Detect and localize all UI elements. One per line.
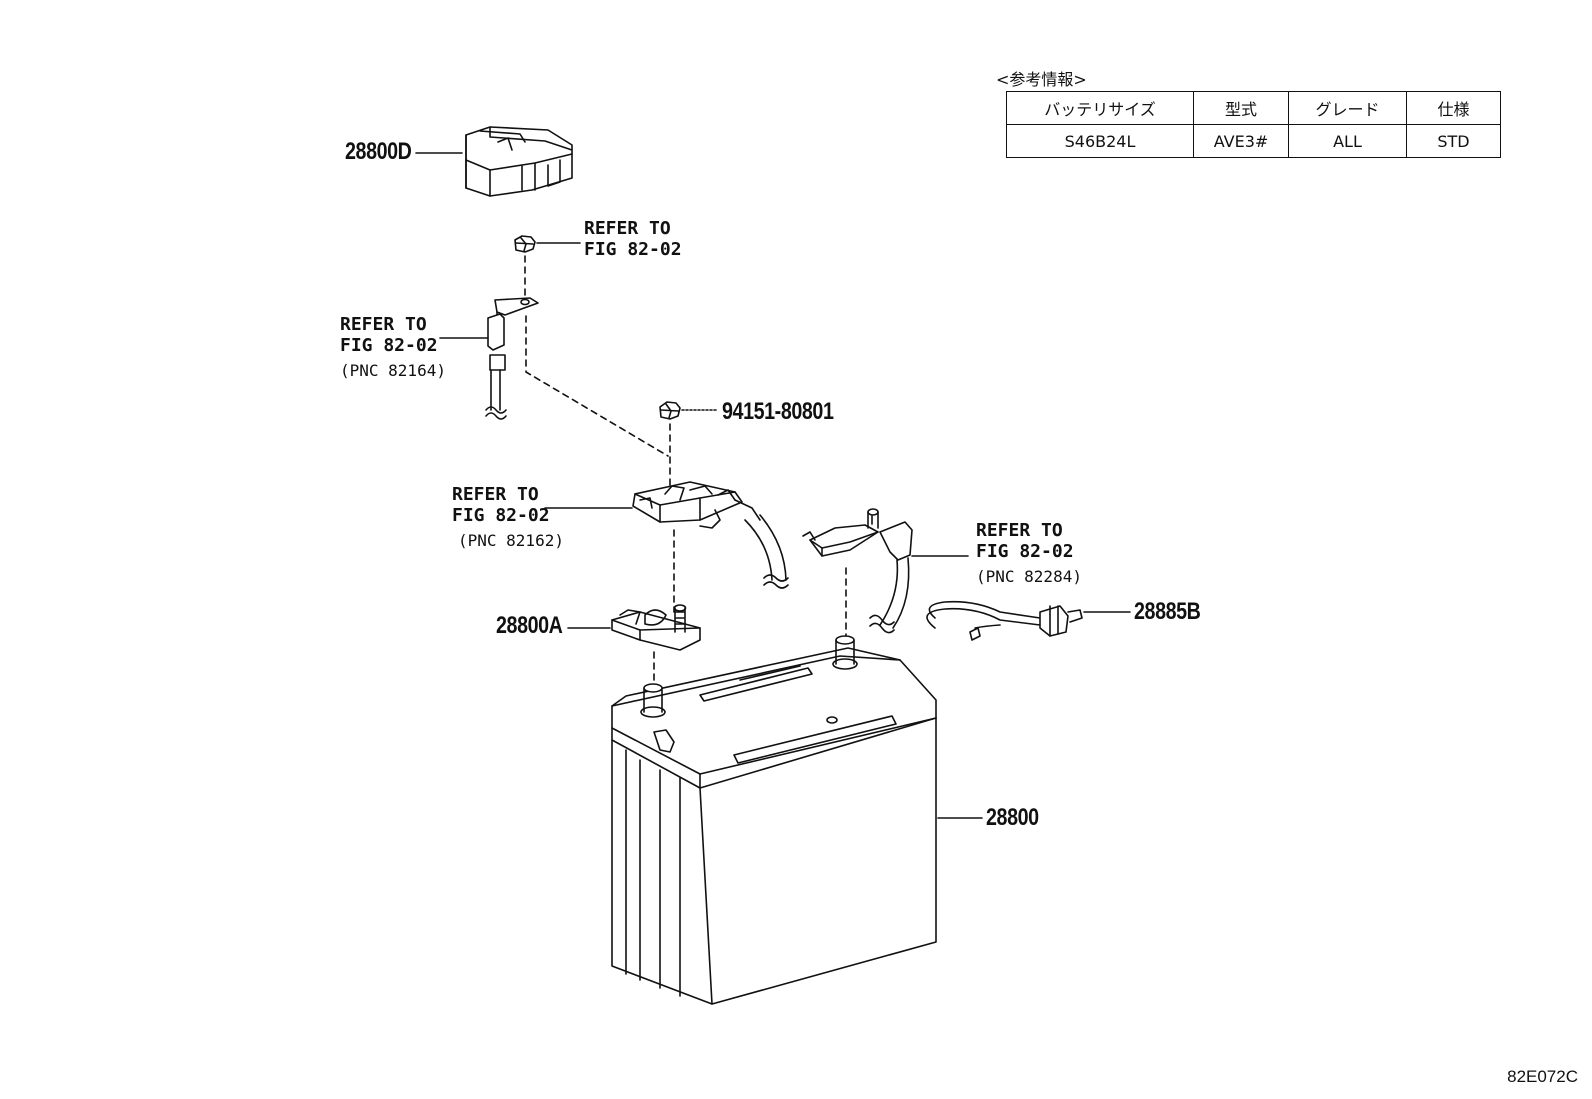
refer-line2: FIG 82-02 [976,541,1074,562]
left-cable [485,297,539,420]
negative-terminal [611,604,701,651]
table-header-cell: 仕様 [1406,91,1501,125]
battery-terminal-cover [465,126,573,197]
negative-clamp [632,481,789,589]
refer-line1: REFER TO [584,218,671,239]
part-number-sensor[interactable]: 28885B [1134,598,1201,625]
table-cell: ALL [1288,124,1407,158]
pnc-left-cable: (PNC 82164) [340,361,446,380]
part-number-nut[interactable]: 94151-80801 [722,398,834,425]
reference-heading: <参考情報> [996,70,1087,89]
refer-line2: FIG 82-02 [340,335,438,356]
nut-top [514,235,536,253]
refer-line1: REFER TO [976,520,1063,541]
table-header-row: バッテリサイズ 型式 グレード 仕様 [1006,91,1501,125]
left-cable-dash [525,315,669,457]
refer-label-pos-cable: REFER TO FIG 82-02 [976,520,1074,562]
figure-code: 82E072C [1507,1067,1578,1086]
refer-label-nut-top: REFER TO FIG 82-02 [584,218,682,260]
table-header-cell: グレード [1288,91,1407,125]
reference-table: バッテリサイズ 型式 グレード 仕様 S46B24L AVE3# ALL STD [1006,91,1501,158]
table-cell: AVE3# [1193,124,1289,158]
table-cell: S46B24L [1006,124,1194,158]
refer-label-neg-clamp: REFER TO FIG 82-02 [452,484,550,526]
table-row: S46B24L AVE3# ALL STD [1006,124,1501,158]
part-number-battery[interactable]: 28800 [986,804,1039,831]
refer-line1: REFER TO [340,314,427,335]
battery [611,635,937,1005]
table-header-cell: 型式 [1193,91,1289,125]
pnc-pos-cable: (PNC 82284) [976,567,1082,586]
part-number-terminal[interactable]: 28800A [496,612,563,639]
refer-line2: FIG 82-02 [452,505,550,526]
nut-94151 [659,401,681,420]
part-number-cover[interactable]: 28800D [345,138,412,165]
sensor-harness [926,600,1083,641]
refer-line2: FIG 82-02 [584,239,682,260]
refer-line1: REFER TO [452,484,539,505]
positive-cable [802,508,913,634]
pnc-neg-clamp: (PNC 82162) [458,531,564,550]
refer-label-left-cable: REFER TO FIG 82-02 [340,314,438,356]
table-cell: STD [1406,124,1501,158]
table-header-cell: バッテリサイズ [1006,91,1194,125]
